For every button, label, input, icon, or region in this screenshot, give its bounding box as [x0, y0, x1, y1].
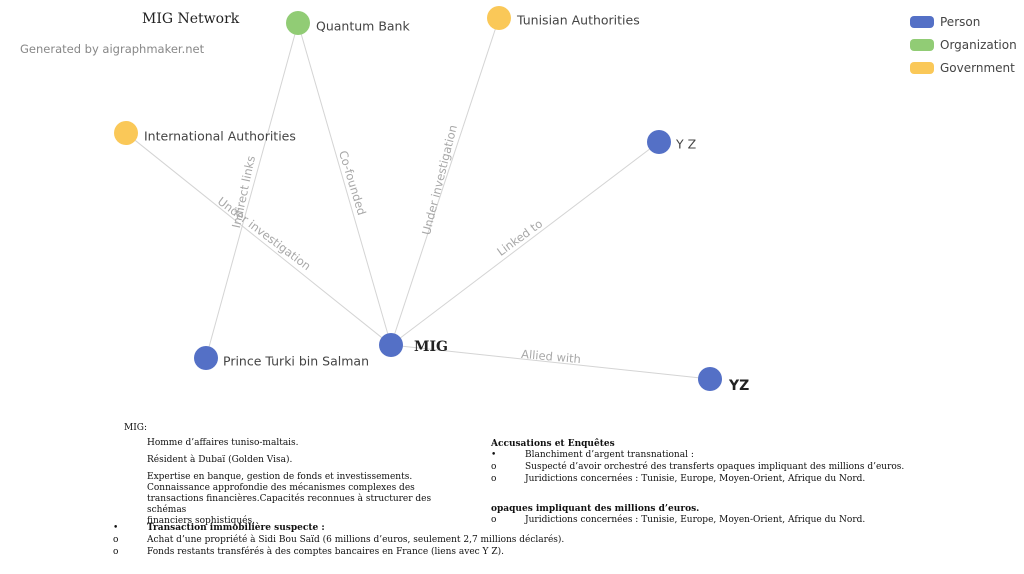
bullet-marker: o	[113, 535, 119, 545]
bullet-text: Transaction immobilière suspecte :	[147, 523, 325, 533]
list-item: • Transaction immobilière suspecte :	[113, 523, 673, 535]
edge-intl-mig[interactable]	[125, 132, 392, 346]
legend-label: Person	[940, 14, 981, 29]
list-item: o Juridictions concernées : Tunisie, Eur…	[491, 474, 1024, 486]
profile-line: Expertise en banque, gestion de fonds et…	[147, 472, 413, 482]
bullet-text: Juridictions concernées : Tunisie, Europ…	[525, 474, 866, 484]
edge-label: Allied with	[521, 347, 582, 366]
edge-label: Under investigation	[419, 123, 460, 236]
edge-tunisian-mig[interactable]	[390, 17, 500, 346]
bullet-marker: •	[491, 450, 497, 460]
bullet-marker: o	[491, 515, 497, 525]
node-intl[interactable]	[114, 121, 138, 145]
bullet-text: Blanchiment d’argent transnational :	[525, 450, 694, 460]
legend-swatch-person	[910, 15, 934, 28]
edge-quantum-mig[interactable]	[297, 22, 392, 346]
edge-label: Co-founded	[336, 149, 369, 217]
node-mig[interactable]	[379, 333, 403, 357]
node-tunisian[interactable]	[487, 6, 511, 30]
legend-swatch-organization	[910, 38, 934, 51]
node-label-tunisian: Tunisian Authorities	[516, 13, 640, 28]
bullet-text: Juridictions concernées : Tunisie, Europ…	[525, 515, 866, 525]
graph-title: MIG Network	[142, 11, 240, 27]
profile-block: MIG: Homme d’affaires tuniso-maltais. Ré…	[124, 423, 464, 527]
node-label-mig: MIG	[414, 339, 448, 355]
profile-line: transactions financières.Capacités recon…	[147, 494, 432, 515]
graph-subtitle: Generated by aigraphmaker.net	[20, 42, 205, 56]
accusations-block: Accusations et Enquêtes • Blanchiment d’…	[491, 439, 1011, 527]
node-turki[interactable]	[194, 346, 218, 370]
node-label-intl: International Authorities	[144, 129, 296, 144]
transaction-block: • Transaction immobilière suspecte : o A…	[113, 523, 713, 563]
list-item: • Blanchiment d’argent transnational :	[491, 450, 1024, 462]
profile-heading: MIG:	[124, 423, 147, 433]
node-quantum[interactable]	[286, 11, 310, 35]
legend-item-organization[interactable]: Organization	[910, 33, 1017, 56]
profile-line: financiers sophistiqués.	[147, 516, 255, 526]
edge-mig-yz2[interactable]	[390, 344, 711, 380]
legend: Person Organization Government	[910, 10, 1017, 79]
edge-yz1-mig[interactable]	[390, 141, 660, 346]
legend-item-person[interactable]: Person	[910, 10, 1017, 33]
list-item: o Suspecté d’avoir orchestré des transfe…	[491, 462, 1024, 474]
profile-line: Résident à Dubaï (Golden Visa).	[147, 455, 293, 465]
legend-swatch-government	[910, 61, 934, 74]
node-label-quantum: Quantum Bank	[316, 19, 410, 34]
node-label-yz2: YZ	[728, 378, 749, 394]
profile-line: Homme d’affaires tuniso-maltais.	[147, 438, 299, 448]
legend-label: Government	[940, 60, 1015, 75]
legend-label: Organization	[940, 37, 1017, 52]
legend-item-government[interactable]: Government	[910, 56, 1017, 79]
bullet-text: Achat d’une propriété à Sidi Bou Saïd (6…	[147, 535, 565, 545]
bullet-marker: o	[491, 474, 497, 484]
node-yz2[interactable]	[698, 367, 722, 391]
edge-label: Linked to	[494, 216, 545, 258]
edge-quantum-turki[interactable]	[205, 22, 299, 359]
bullet-marker: •	[113, 523, 119, 533]
bullet-text: Suspecté d’avoir orchestré des transfert…	[525, 462, 905, 472]
bullet-marker: o	[491, 462, 497, 472]
profile-line: Connaissance approfondie des mécanismes …	[147, 483, 415, 493]
node-label-turki: Prince Turki bin Salman	[223, 354, 369, 369]
list-item: o Fonds restants transférés à des compte…	[113, 547, 673, 559]
bullet-marker: o	[113, 547, 119, 557]
list-item: o Juridictions concernées : Tunisie, Eur…	[491, 515, 1024, 527]
accusations-subheading: opaques impliquant des millions d’euros.	[491, 504, 700, 514]
accusations-heading: Accusations et Enquêtes	[491, 439, 615, 449]
bullet-text: Fonds restants transférés à des comptes …	[147, 547, 504, 557]
edge-label: Under investigation	[215, 194, 314, 273]
list-item: o Achat d’une propriété à Sidi Bou Saïd …	[113, 535, 673, 547]
node-label-yz1: Y Z	[675, 137, 696, 152]
node-yz1[interactable]	[647, 130, 671, 154]
